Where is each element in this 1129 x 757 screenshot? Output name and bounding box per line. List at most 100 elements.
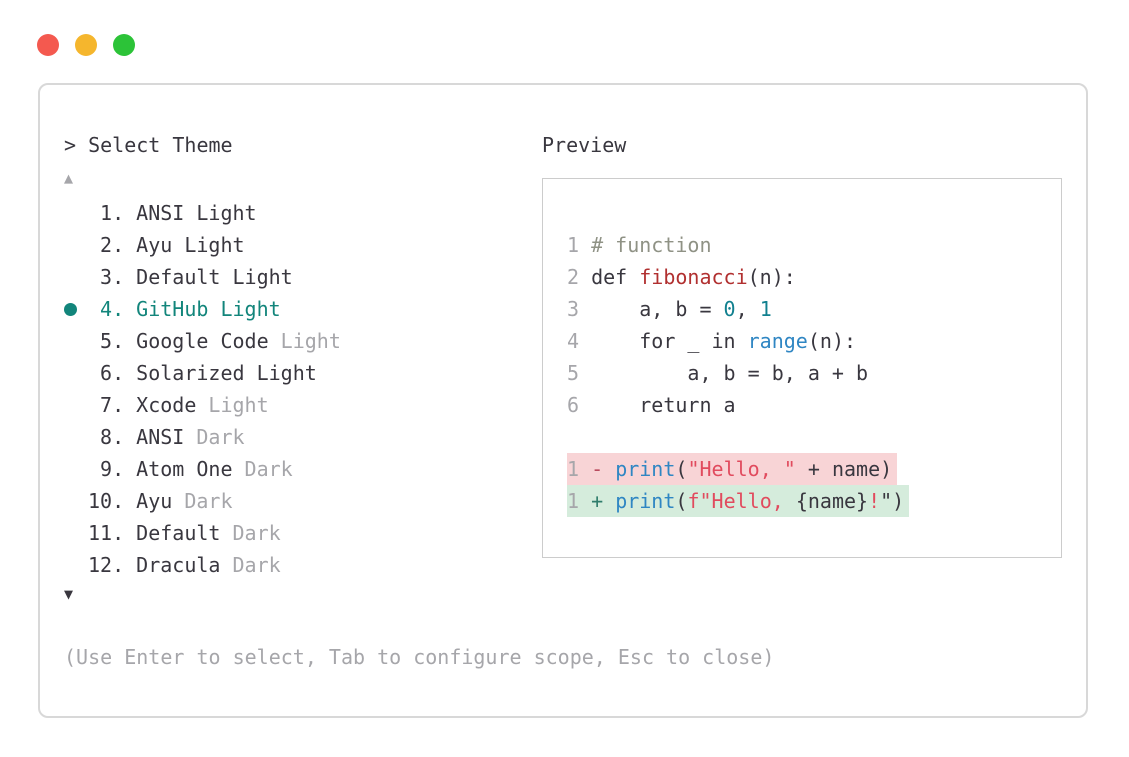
- code-token: print: [615, 489, 676, 513]
- code-token: (n):: [807, 329, 857, 353]
- theme-item-variant: Dark: [172, 489, 233, 513]
- bullet-gutter: [64, 325, 88, 357]
- code-token: (n):: [747, 265, 796, 289]
- theme-item-number: 8.: [88, 425, 137, 449]
- theme-list-item-default[interactable]: 11. Default Dark: [64, 517, 341, 549]
- line-number: 1: [567, 233, 592, 257]
- theme-item-variant: Dark: [232, 457, 293, 481]
- theme-list-item-ayu-light[interactable]: 2. Ayu Light: [64, 229, 341, 261]
- theme-item-number: 12.: [88, 553, 137, 577]
- bullet-gutter: [64, 453, 88, 485]
- prompt-chevron-icon: >: [64, 133, 89, 157]
- diff-row: 1 - print("Hello, " + name): [567, 453, 1061, 485]
- theme-list-item-ansi-light[interactable]: 1. ANSI Light: [64, 197, 341, 229]
- code-line-3: 3 a, b = 0, 1: [567, 293, 1061, 325]
- selected-bullet: [64, 293, 88, 325]
- theme-list-item-dracula[interactable]: 12. Dracula Dark: [64, 549, 341, 581]
- bullet-gutter: [64, 389, 88, 421]
- diff-lines: 1 - print("Hello, " + name)1 + print(f"H…: [567, 453, 1061, 517]
- theme-list-item-atom-one[interactable]: 9. Atom One Dark: [64, 453, 341, 485]
- maximize-window-button[interactable]: [113, 34, 135, 56]
- code-token: for _ in: [591, 329, 748, 353]
- code-token: {name}: [795, 489, 869, 513]
- theme-item-label: GitHub Light: [136, 297, 281, 321]
- theme-item-number: 4.: [88, 297, 137, 321]
- help-text: (Use Enter to select, Tab to configure s…: [64, 645, 775, 669]
- theme-item-number: 7.: [88, 393, 137, 417]
- code-token: f"Hello,: [687, 489, 796, 513]
- code-line-2: 2 def fibonacci(n):: [567, 261, 1061, 293]
- code-token: +: [591, 489, 616, 513]
- theme-item-number: 3.: [88, 265, 137, 289]
- scroll-down-indicator[interactable]: ▼: [64, 585, 74, 603]
- code-token: -: [591, 457, 616, 481]
- preview-title: Preview: [542, 133, 627, 157]
- theme-item-variant: Dark: [184, 425, 245, 449]
- theme-item-variant: Light: [196, 393, 269, 417]
- theme-item-number: 9.: [88, 457, 137, 481]
- minimize-window-button[interactable]: [75, 34, 97, 56]
- code-token: 1: [759, 297, 772, 321]
- code-token: def: [591, 265, 640, 289]
- theme-item-label: ANSI Light: [136, 201, 257, 225]
- selected-dot-icon: [64, 302, 77, 316]
- theme-item-number: 2.: [88, 233, 137, 257]
- code-token: a, b =: [591, 297, 724, 321]
- theme-item-number: 10.: [88, 489, 137, 513]
- theme-list-item-google-code[interactable]: 5. Google Code Light: [64, 325, 341, 357]
- theme-item-number: 1.: [88, 201, 137, 225]
- theme-picker-window: > Select Theme ▲ 1. ANSI Light 2. Ayu Li…: [38, 83, 1088, 718]
- line-number: 2: [567, 265, 592, 289]
- window-controls: [37, 34, 135, 56]
- line-number: 6: [567, 393, 592, 417]
- theme-item-label: Dracula: [136, 553, 221, 577]
- bullet-gutter: [64, 517, 88, 549]
- bullet-gutter: [64, 549, 88, 581]
- code-token: print: [615, 457, 676, 481]
- theme-item-label: Ayu Light: [136, 233, 245, 257]
- code-token: fibonacci: [639, 265, 748, 289]
- code-token: 0: [723, 297, 736, 321]
- code-token: (: [675, 457, 688, 481]
- code-token: "): [880, 489, 905, 513]
- code-token: # function: [591, 233, 712, 257]
- code-token: + name): [795, 457, 893, 481]
- code-line-5: 5 a, b = b, a + b: [567, 357, 1061, 389]
- theme-list-item-ansi[interactable]: 8. ANSI Dark: [64, 421, 341, 453]
- line-number: 4: [567, 329, 592, 353]
- diff-row: 1 + print(f"Hello, {name}!"): [567, 485, 1061, 517]
- theme-list: 1. ANSI Light 2. Ayu Light 3. Default Li…: [64, 197, 341, 581]
- theme-list-item-solarized-light[interactable]: 6. Solarized Light: [64, 357, 341, 389]
- theme-item-variant: Dark: [220, 553, 281, 577]
- theme-item-number: 5.: [88, 329, 137, 353]
- picker-prompt: > Select Theme: [64, 133, 233, 157]
- bullet-gutter: [64, 485, 88, 517]
- theme-list-item-ayu[interactable]: 10. Ayu Dark: [64, 485, 341, 517]
- line-number: 3: [567, 297, 592, 321]
- theme-item-label: Solarized Light: [136, 361, 317, 385]
- bullet-gutter: [64, 261, 88, 293]
- code-token: ,: [735, 297, 760, 321]
- close-window-button[interactable]: [37, 34, 59, 56]
- theme-item-label: Xcode: [136, 393, 197, 417]
- theme-list-item-github-light[interactable]: 4. GitHub Light: [64, 293, 341, 325]
- line-number: 1: [567, 489, 592, 513]
- line-number: 1: [567, 457, 592, 481]
- theme-item-variant: Light: [268, 329, 341, 353]
- scroll-up-indicator[interactable]: ▲: [64, 169, 74, 187]
- theme-item-number: 11.: [88, 521, 137, 545]
- bullet-gutter: [64, 229, 88, 261]
- blank-line: [567, 421, 1061, 453]
- code-token: (: [675, 489, 688, 513]
- theme-list-item-xcode[interactable]: 7. Xcode Light: [64, 389, 341, 421]
- theme-item-label: Default Light: [136, 265, 293, 289]
- theme-item-variant: Dark: [220, 521, 281, 545]
- code-line-6: 6 return a: [567, 389, 1061, 421]
- bullet-gutter: [64, 197, 88, 229]
- code-token: !: [868, 489, 881, 513]
- theme-list-item-default-light[interactable]: 3. Default Light: [64, 261, 341, 293]
- code-token: return a: [591, 393, 736, 417]
- theme-item-label: Default: [136, 521, 221, 545]
